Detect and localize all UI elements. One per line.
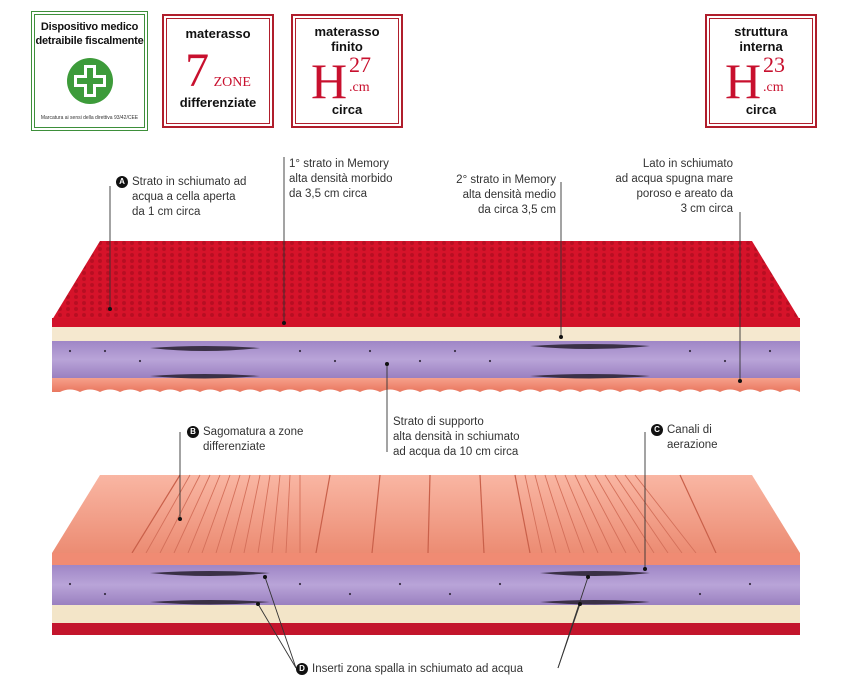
- marker-a: A: [116, 176, 128, 188]
- lower-quilted-bottom: [52, 623, 800, 635]
- zones-unit: ZONE: [213, 75, 251, 90]
- label-a-line3: da 1 cm circa: [132, 206, 201, 218]
- finished-badge-bottom: circa: [331, 102, 363, 117]
- medical-badge-title-2: detraibile fiscalmente: [35, 35, 144, 47]
- inner-height-unit: .cm: [763, 80, 784, 95]
- finished-height-unit: .cm: [349, 80, 370, 95]
- finished-badge-top2: finito: [331, 39, 363, 54]
- label-support-line1: Strato di supporto: [393, 416, 484, 428]
- lower-top-edge: [52, 553, 800, 565]
- leader-lines: [109, 157, 741, 669]
- finished-height-letter: H: [311, 53, 348, 109]
- upper-mattress: [52, 241, 800, 392]
- label-side-line2: ad acqua spugna mare: [615, 173, 733, 185]
- zones-badge-bottom: differenziate: [179, 95, 257, 110]
- lower-zone-grooves: [131, 474, 717, 554]
- label-support-line3: ad acqua da 10 cm circa: [393, 446, 519, 458]
- medical-device-badge: Dispositivo medico detraibile fiscalment…: [32, 12, 147, 130]
- label-b-line1: Sagomatura a zone: [203, 426, 304, 438]
- label-side-foam: Lato in schiumato ad acqua spugna mare p…: [590, 157, 733, 217]
- finished-height-value: 27: [349, 52, 371, 77]
- label-memory-layer-1: 1° strato in Memory alta densità morbido…: [289, 157, 393, 202]
- pharmacy-cross-icon: [66, 57, 114, 110]
- marker-c: C: [651, 424, 663, 436]
- label-layer2-line1: 2° strato in Memory: [456, 174, 556, 186]
- inner-badge-top1: struttura: [734, 24, 788, 39]
- upper-top-edge: [52, 318, 800, 328]
- label-support-layer: Strato di supporto alta densità in schiu…: [393, 415, 520, 460]
- inner-badge-top2: interna: [739, 39, 783, 54]
- label-b-line2: differenziate: [203, 441, 266, 453]
- zones-badge: materasso 7 ZONE differenziate: [162, 14, 274, 128]
- marker-b: B: [187, 426, 199, 438]
- label-side-line3: poroso e areato da: [636, 188, 733, 200]
- finished-height-badge: materasso finito H 27 .cm circa: [291, 14, 403, 128]
- upper-profiled-bottom: [52, 378, 800, 392]
- label-a-line2: acqua a cella aperta: [132, 191, 236, 203]
- label-d-line1: Inserti zona spalla in schiumato ad acqu…: [312, 663, 523, 675]
- zones-number: 7: [185, 44, 210, 97]
- finished-badge-top1: materasso: [314, 24, 380, 39]
- label-layer2-line2: alta densità medio: [462, 189, 556, 201]
- label-support-line2: alta densità in schiumato: [393, 431, 520, 443]
- medical-badge-title-1: Dispositivo medico: [40, 21, 139, 33]
- upper-support-layer: [52, 341, 800, 378]
- label-a-open-cell-layer: A Strato in schiumato ad acqua a cella ap…: [116, 175, 246, 220]
- label-memory-layer-2: 2° strato in Memory alta densità medio d…: [436, 173, 556, 218]
- label-c-line2: aerazione: [667, 439, 718, 451]
- label-b-zoned-profile: B Sagomatura a zone differenziate: [187, 425, 303, 455]
- label-a-line1: Strato in schiumato ad: [132, 176, 247, 188]
- label-layer1-line2: alta densità morbido: [289, 173, 393, 185]
- inner-height-badge: struttura interna H 23 .cm circa: [705, 14, 817, 128]
- upper-top-surface: [52, 241, 800, 320]
- lower-top-surface: [52, 475, 800, 553]
- inner-badge-bottom: circa: [745, 102, 777, 117]
- lower-memory-layers: [52, 605, 800, 623]
- label-c-line1: Canali di: [667, 424, 712, 436]
- marker-d: D: [296, 663, 308, 675]
- inner-height-letter: H: [725, 53, 762, 109]
- zones-badge-top: materasso: [185, 26, 251, 41]
- label-d-shoulder-inserts: D Inserti zona spalla in schiumato ad acq…: [296, 662, 523, 677]
- label-side-line1: Lato in schiumato: [642, 158, 733, 170]
- label-side-line4: 3 cm circa: [680, 203, 733, 215]
- medical-badge-footnote: Marcatura ai sensi della direttiva 93/42…: [40, 115, 139, 121]
- lower-mattress: [52, 474, 800, 635]
- inner-height-value: 23: [763, 52, 785, 77]
- upper-memory-layers: [52, 327, 800, 341]
- label-c-air-channels: C Canali di aerazione: [651, 423, 718, 453]
- label-layer1-line1: 1° strato in Memory: [289, 158, 389, 170]
- label-layer1-line3: da 3,5 cm circa: [289, 188, 367, 200]
- lower-support-layer: [52, 565, 800, 605]
- label-layer2-line3: da circa 3,5 cm: [478, 204, 556, 216]
